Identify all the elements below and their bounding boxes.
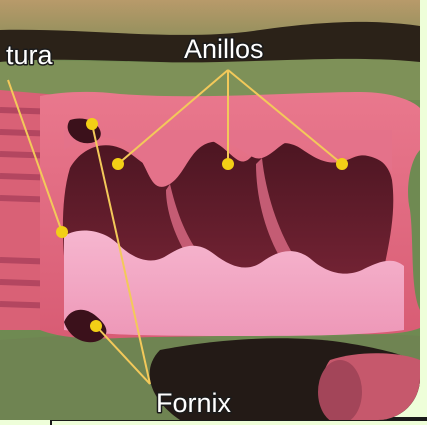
marker-dot-ring-2	[222, 158, 234, 170]
label-tura: tura	[6, 40, 54, 70]
marker-dot-left	[56, 226, 68, 238]
marker-dot-lower-fornix	[90, 320, 102, 332]
marker-dot-upper-fornix	[86, 118, 98, 130]
label-anillos: Anillos	[184, 34, 264, 64]
marker-dot-ring-3	[336, 158, 348, 170]
marker-dot-ring-1	[112, 158, 124, 170]
anatomy-illustration: tura Anillos Fornix	[0, 0, 420, 420]
anatomy-drawing: tura Anillos Fornix	[0, 0, 420, 420]
label-fornix: Fornix	[156, 388, 232, 418]
